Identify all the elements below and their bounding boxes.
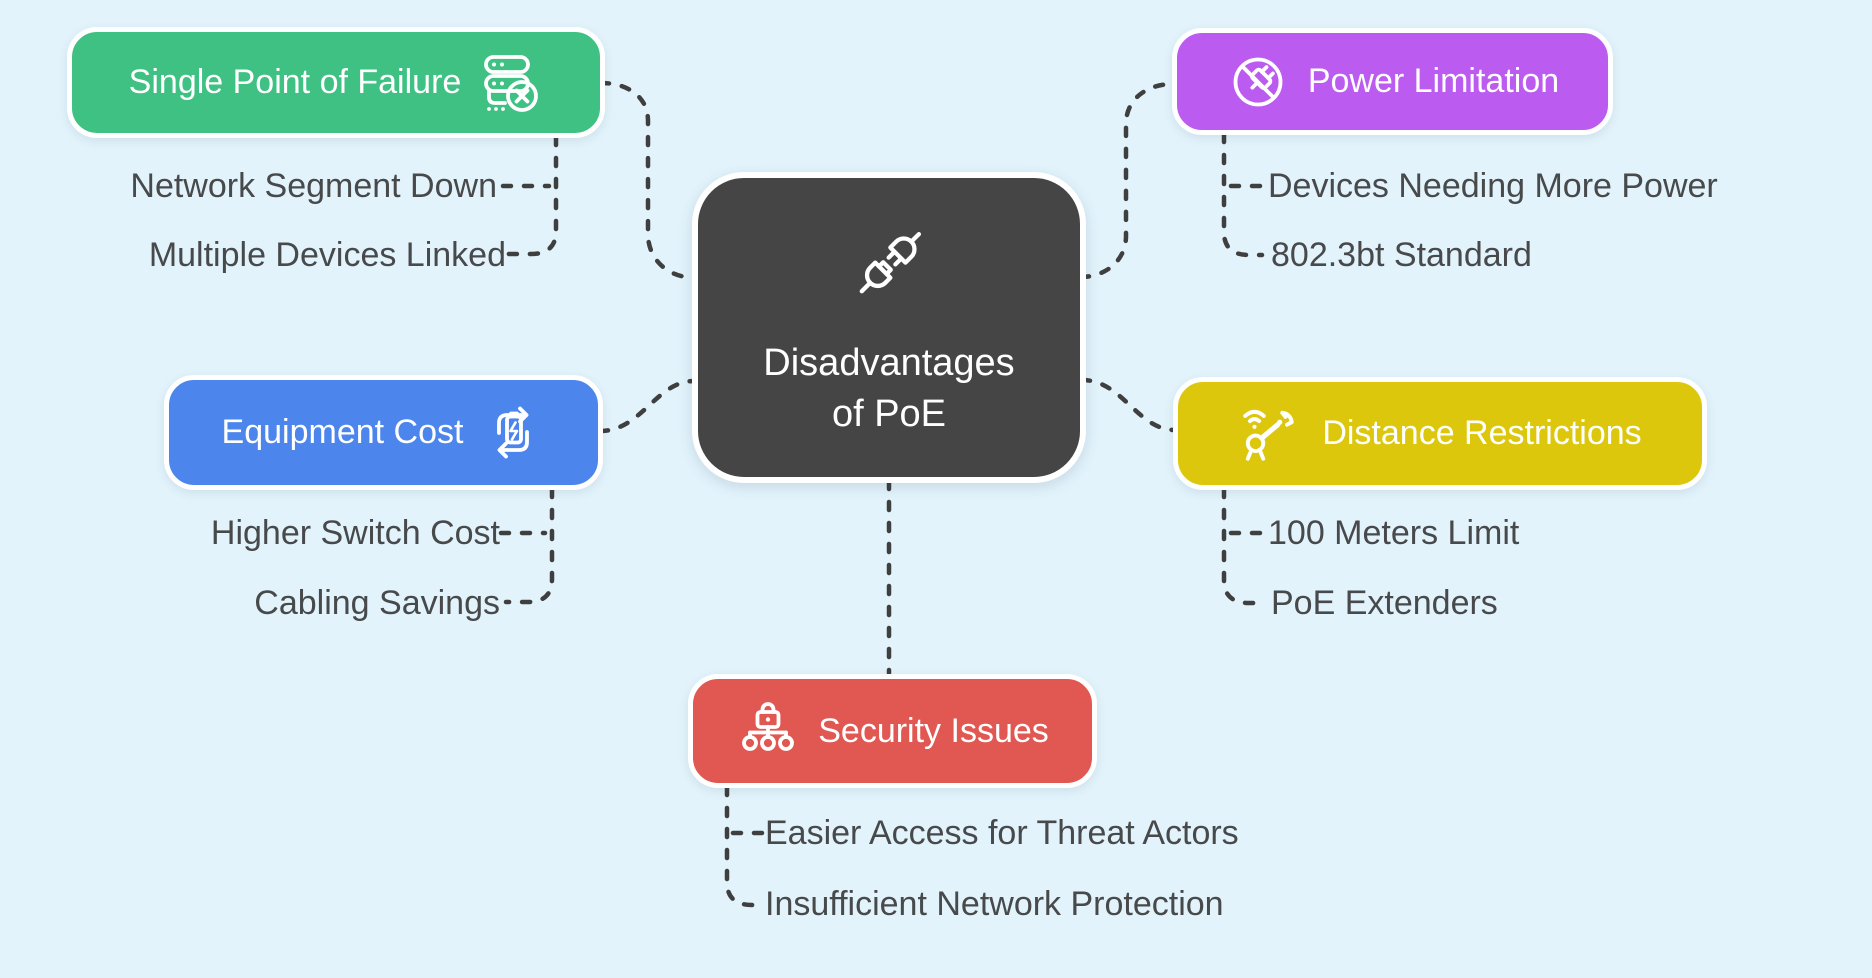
connector-power-children: [1221, 131, 1265, 258]
lock-network-icon: [736, 699, 800, 763]
server-error-icon: [479, 51, 543, 115]
branch-node-distance-restrictions: Distance Restrictions: [1173, 377, 1707, 490]
connector-center-power: [1078, 81, 1176, 280]
connector-distance-children: [1221, 486, 1264, 606]
plug-off-icon: [1226, 50, 1290, 114]
leaf-100-meters-limit: 100 Meters Limit: [1268, 514, 1520, 552]
center-node-disadvantages-of-poe: Disadvantages of PoE: [692, 172, 1086, 483]
branch-node-power-limitation: Power Limitation: [1172, 28, 1613, 135]
robot-arm-wifi-icon: [1238, 401, 1304, 467]
leaf-insufficient-network-protection: Insufficient Network Protection: [765, 885, 1224, 923]
battery-refresh-icon: [481, 401, 545, 465]
leaf-easier-access-for-threat-actors: Easier Access for Threat Actors: [765, 814, 1239, 852]
branch-label: Distance Restrictions: [1322, 414, 1642, 452]
leaf-cabling-savings: Cabling Savings: [254, 584, 500, 622]
leaf-higher-switch-cost: Higher Switch Cost: [210, 514, 500, 552]
connector-spof-center: [598, 80, 700, 281]
branch-label: Power Limitation: [1307, 62, 1560, 100]
plug-disconnected-icon: [842, 216, 937, 324]
connector-cost-children: [503, 486, 555, 605]
leaf-multiple-devices-linked: Multiple Devices Linked: [148, 236, 506, 274]
connector-security-children: [724, 784, 763, 908]
connector-spof-children: [502, 134, 559, 257]
connector-cost-center: [597, 378, 697, 434]
leaf-poe-extenders: PoE Extenders: [1271, 584, 1498, 622]
branch-node-security-issues: Security Issues: [688, 674, 1097, 788]
branch-node-equipment-cost: Equipment Cost: [164, 375, 603, 490]
branch-label: Equipment Cost: [221, 413, 464, 451]
branch-label: Single Point of Failure: [128, 63, 462, 101]
leaf-devices-needing-more-power: Devices Needing More Power: [1268, 167, 1718, 205]
leaf-802-3bt-standard: 802.3bt Standard: [1271, 236, 1532, 274]
center-node-label: Disadvantages of PoE: [763, 342, 1015, 435]
connector-center-distance: [1079, 377, 1178, 433]
branch-label: Security Issues: [818, 711, 1049, 750]
leaf-network-segment-down: Network Segment Down: [130, 167, 497, 205]
branch-node-single-point-of-failure: Single Point of Failure: [67, 27, 605, 138]
